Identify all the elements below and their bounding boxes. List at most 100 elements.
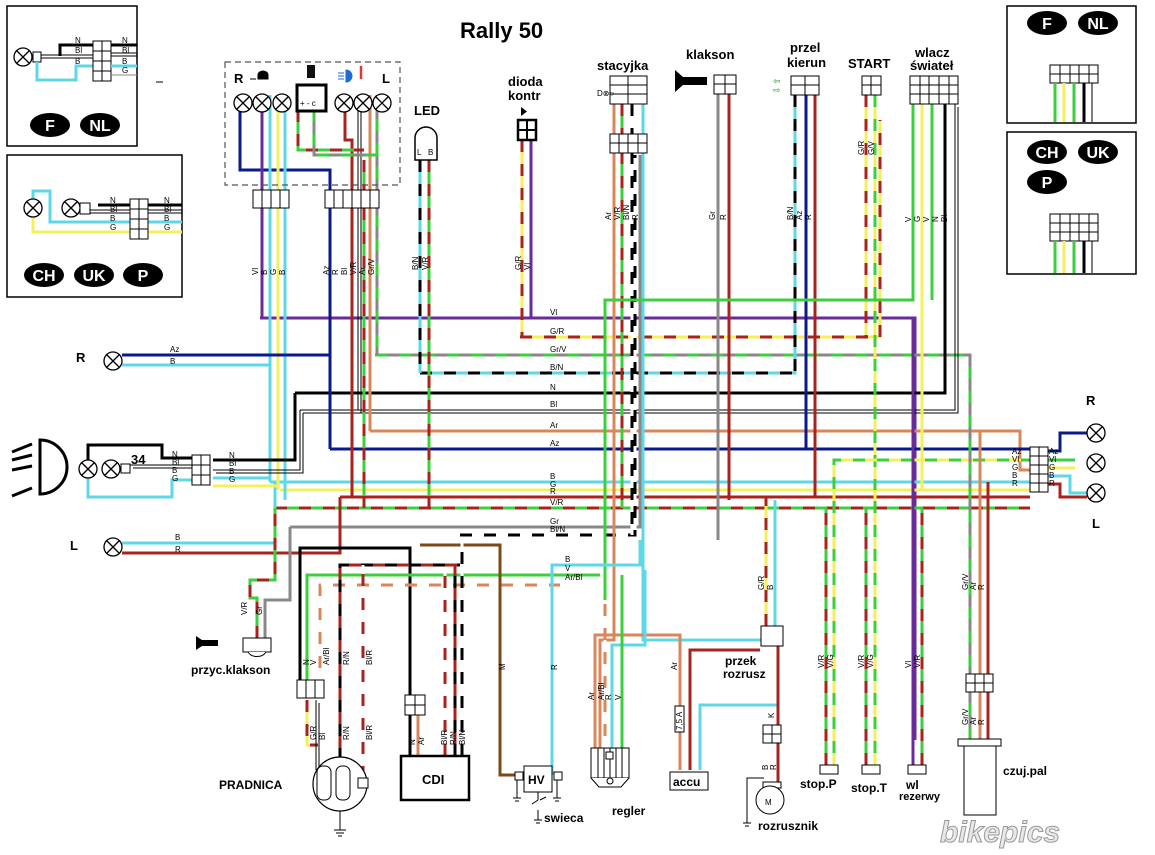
wire-label: Bl/N xyxy=(550,525,565,534)
brake-switch-rear: stop.T xyxy=(851,764,888,795)
reserve-label-2: rezerwy xyxy=(899,791,941,803)
wire-label: R xyxy=(331,269,340,275)
wire-label: K xyxy=(767,712,776,718)
headlight: 34 xyxy=(11,438,146,498)
ignition-label: stacyjka xyxy=(597,58,649,73)
wire-stripe xyxy=(420,95,797,375)
wire-label: R xyxy=(550,487,556,496)
indicator-bulb-icon xyxy=(252,93,272,113)
spark-plug-label: swieca xyxy=(544,811,584,825)
svg-text:F: F xyxy=(45,118,55,135)
wire-label: V xyxy=(565,564,571,573)
wire-label: V/R xyxy=(913,654,922,668)
indicator-bulb-icon xyxy=(334,93,354,113)
wire-label: R xyxy=(631,214,640,220)
wire-stripe xyxy=(296,110,364,152)
front-left-label: L xyxy=(70,538,78,553)
headlight-label: 34 xyxy=(131,452,146,467)
svg-text:UK: UK xyxy=(1086,145,1110,162)
inset-top-left: N Bl B N Bl B G F NL xyxy=(6,5,163,147)
wire-label: G xyxy=(110,223,116,232)
wire-m xyxy=(420,543,524,777)
horn-button-label: przyc.klakson xyxy=(191,663,270,677)
wire-label: Bl xyxy=(940,215,949,222)
wire-label: Vl xyxy=(251,268,260,275)
wire-label: Ar xyxy=(969,582,978,590)
brake-rear-label: stop.T xyxy=(851,781,888,795)
wire-label: G/R xyxy=(514,256,523,270)
wire-label: Bl/R xyxy=(365,725,374,740)
wire-bl xyxy=(303,107,959,414)
wire-label: R xyxy=(175,545,181,554)
wire-label: B xyxy=(1012,471,1017,480)
arrow-left-icon: ⇦ xyxy=(773,76,781,86)
headlight-bulb-icon xyxy=(101,459,121,479)
dashboard-connector-right xyxy=(324,189,380,209)
wire-label: R xyxy=(550,664,559,670)
wire-label: Gr/V xyxy=(961,708,970,725)
rear-right-indicator-icon xyxy=(1086,423,1106,443)
start-button: START xyxy=(848,56,890,96)
svg-text:P: P xyxy=(1042,175,1053,192)
wire-n xyxy=(298,546,412,756)
wire-label: G xyxy=(1049,463,1055,472)
wire-label: Ar xyxy=(417,737,426,745)
wire-label: Gr xyxy=(550,517,559,526)
turn-signal-switch: przel kierun ⇦ ⇨ xyxy=(773,40,826,96)
indicator-bulb-icon xyxy=(353,93,373,113)
wire-label: N xyxy=(110,196,116,205)
svg-text:L: L xyxy=(417,148,422,157)
brake-switch-front: stop.P xyxy=(800,764,839,791)
wire-label: B xyxy=(565,555,570,564)
wire-label: Ar xyxy=(587,692,596,700)
country-badge-ch: CH xyxy=(24,263,64,287)
wire-label: N xyxy=(408,739,417,745)
led-indicator: LED L B xyxy=(414,103,440,161)
wire-label: Bl xyxy=(110,205,117,214)
country-badge-ch: CH xyxy=(1027,140,1067,164)
rear-right-label: R xyxy=(1086,393,1096,408)
wire-b xyxy=(610,570,647,748)
start-label: START xyxy=(848,56,890,71)
high-beam-icon xyxy=(338,69,353,83)
wire-label: R xyxy=(769,764,778,770)
wire-label: Gr xyxy=(708,211,717,220)
wire-label: B/N xyxy=(786,206,795,220)
wire-stripe xyxy=(460,155,637,537)
ignition-coil-label: HV xyxy=(528,773,545,787)
wire-b xyxy=(86,478,195,499)
wire-label: Ar xyxy=(358,267,367,275)
wire-label: R xyxy=(1012,479,1018,488)
wire-label: R xyxy=(977,719,986,725)
starter-relay: przek rozrusz xyxy=(723,625,784,681)
wire-label: V/G xyxy=(866,654,875,668)
wire-stripe xyxy=(338,563,460,760)
fuel-sensor-connector xyxy=(965,673,994,693)
wire-label: G xyxy=(913,216,922,222)
temp-warning-icon xyxy=(250,70,269,80)
wire-label: V/R xyxy=(857,654,866,668)
ignition-switch: stacyjka D⊗○ xyxy=(597,58,649,154)
wire-label: G xyxy=(172,474,178,483)
wire-label: N xyxy=(75,36,81,45)
country-badge-uk: UK xyxy=(1078,140,1118,164)
starter-connector xyxy=(762,724,782,744)
cdi-connector xyxy=(404,694,426,716)
country-badge-f: F xyxy=(1027,11,1067,35)
tail-light-icon xyxy=(1086,453,1106,473)
wire-label: Ar xyxy=(969,717,978,725)
generator-label: PRADNICA xyxy=(219,778,283,792)
wire-label: Az xyxy=(795,211,804,220)
wire-label: Vl xyxy=(550,308,557,317)
wire-label: Gr/V xyxy=(961,573,970,590)
dashboard-label-left: L xyxy=(382,71,390,86)
wire-label: B xyxy=(75,57,80,66)
wire-label: B xyxy=(260,270,269,275)
horn-icon xyxy=(675,70,707,92)
arrow-right-icon: ⇨ xyxy=(773,85,781,95)
wire-stripe xyxy=(520,120,882,339)
wire-label: B xyxy=(550,472,555,481)
wire-label: Bl xyxy=(340,268,349,275)
horn-label: klakson xyxy=(686,47,734,62)
wire-label: G/R xyxy=(309,726,318,740)
